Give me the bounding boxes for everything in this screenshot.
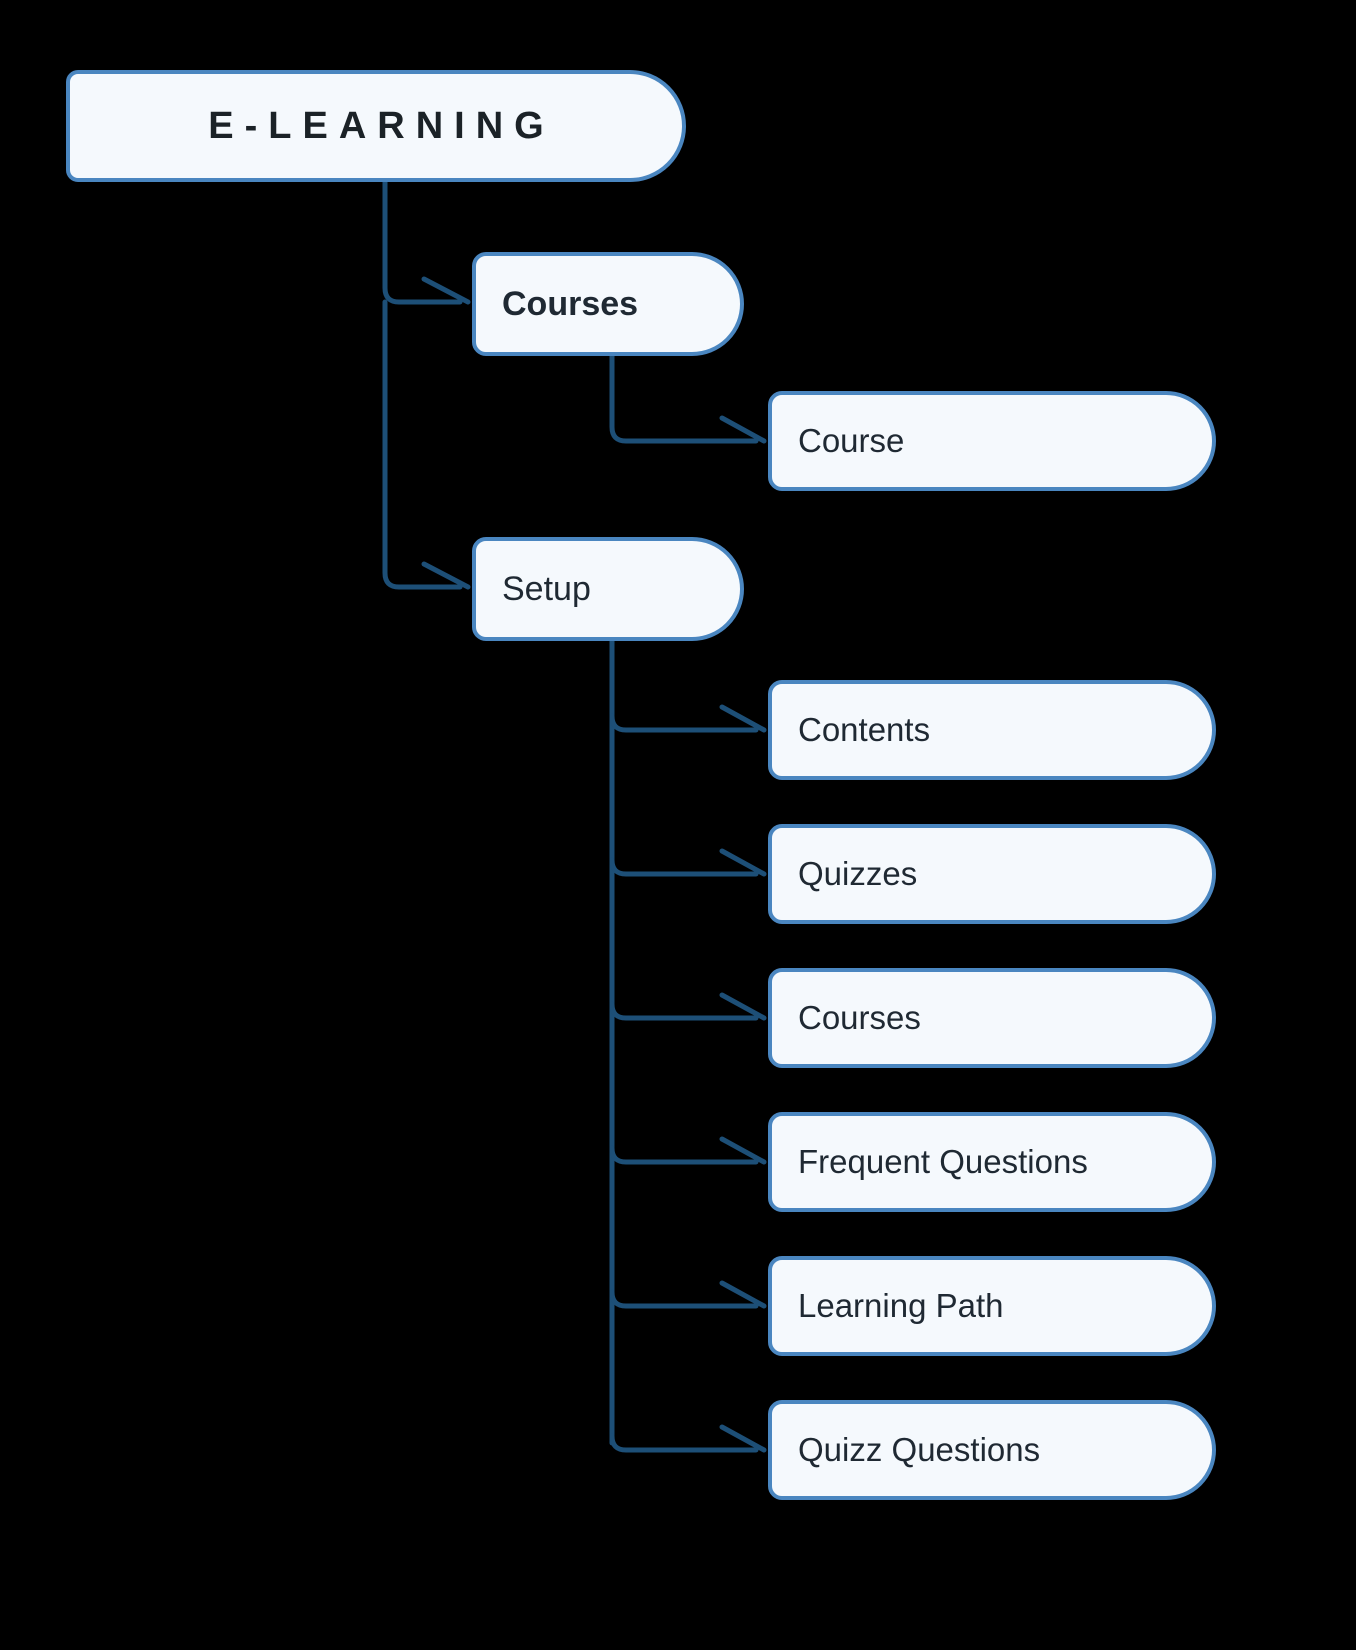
arrowhead-setup: [421, 561, 471, 590]
node-learning-path[interactable]: Learning Path: [768, 1256, 1216, 1356]
node-quizzes-label: Quizzes: [798, 855, 918, 892]
arrowhead-courses2: [719, 992, 767, 1021]
arrowhead-learning-path: [719, 1280, 767, 1309]
node-frequent-questions-label: Frequent Questions: [798, 1143, 1088, 1180]
edge-setup-to-courses2: [609, 1001, 759, 1021]
edge-setup-to-contents: [609, 713, 759, 733]
arrowhead-quizzes: [719, 848, 767, 877]
node-setup-label: Setup: [502, 569, 591, 608]
node-setup-courses[interactable]: Courses: [768, 968, 1216, 1068]
node-e-learning[interactable]: E-LEARNING: [66, 70, 686, 182]
node-quizzes[interactable]: Quizzes: [768, 824, 1216, 924]
arrowhead-courses: [421, 276, 471, 305]
edge-courses-to-course: [609, 353, 759, 444]
edge-root-to-setup: [382, 299, 463, 590]
node-course[interactable]: Course: [768, 391, 1216, 491]
arrowhead-course: [719, 415, 767, 444]
node-setup-courses-label: Courses: [798, 999, 921, 1036]
node-course-label: Course: [798, 422, 905, 459]
node-e-learning-label: E-LEARNING: [208, 104, 555, 147]
node-quizz-questions-label: Quizz Questions: [798, 1431, 1041, 1468]
edge-setup-to-quizzes: [609, 857, 759, 877]
arrowhead-quizz-questions: [719, 1424, 767, 1453]
arrowhead-contents: [719, 704, 767, 733]
node-courses[interactable]: Courses: [472, 252, 744, 356]
node-learning-path-label: Learning Path: [798, 1287, 1004, 1324]
arrowhead-frequent-questions: [719, 1136, 767, 1165]
node-courses-label: Courses: [502, 284, 639, 323]
edge-setup-to-learning-path: [609, 1289, 759, 1309]
node-contents-label: Contents: [798, 711, 931, 748]
edge-setup-to-quizz-questions: [609, 1433, 759, 1453]
node-frequent-questions[interactable]: Frequent Questions: [768, 1112, 1216, 1212]
edge-setup-to-frequent-questions: [609, 1145, 759, 1165]
node-contents[interactable]: Contents: [768, 680, 1216, 780]
node-quizz-questions[interactable]: Quizz Questions: [768, 1400, 1216, 1500]
node-setup[interactable]: Setup: [472, 537, 744, 641]
edge-root-to-courses: [382, 179, 463, 305]
